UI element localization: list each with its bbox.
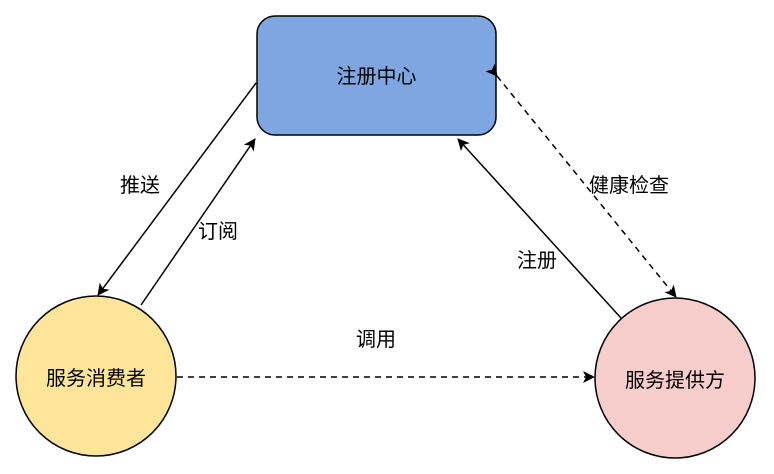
push-arrow[interactable] xyxy=(97,82,257,296)
registry-label: 注册中心 xyxy=(337,64,417,88)
subscribe-arrow[interactable] xyxy=(140,138,256,306)
subscribe-label: 订阅 xyxy=(198,219,238,243)
health-check-arrow[interactable] xyxy=(485,63,677,298)
provider-label: 服务提供方 xyxy=(625,368,725,392)
consumer-node[interactable] xyxy=(15,295,177,457)
provider-node[interactable] xyxy=(594,297,756,459)
health-check-label: 健康检查 xyxy=(589,173,669,197)
push-label: 推送 xyxy=(120,173,160,197)
register-label: 注册 xyxy=(517,248,557,272)
invoke-label: 调用 xyxy=(356,327,396,351)
consumer-label: 服务消费者 xyxy=(46,366,146,390)
register-arrow[interactable] xyxy=(457,138,622,319)
